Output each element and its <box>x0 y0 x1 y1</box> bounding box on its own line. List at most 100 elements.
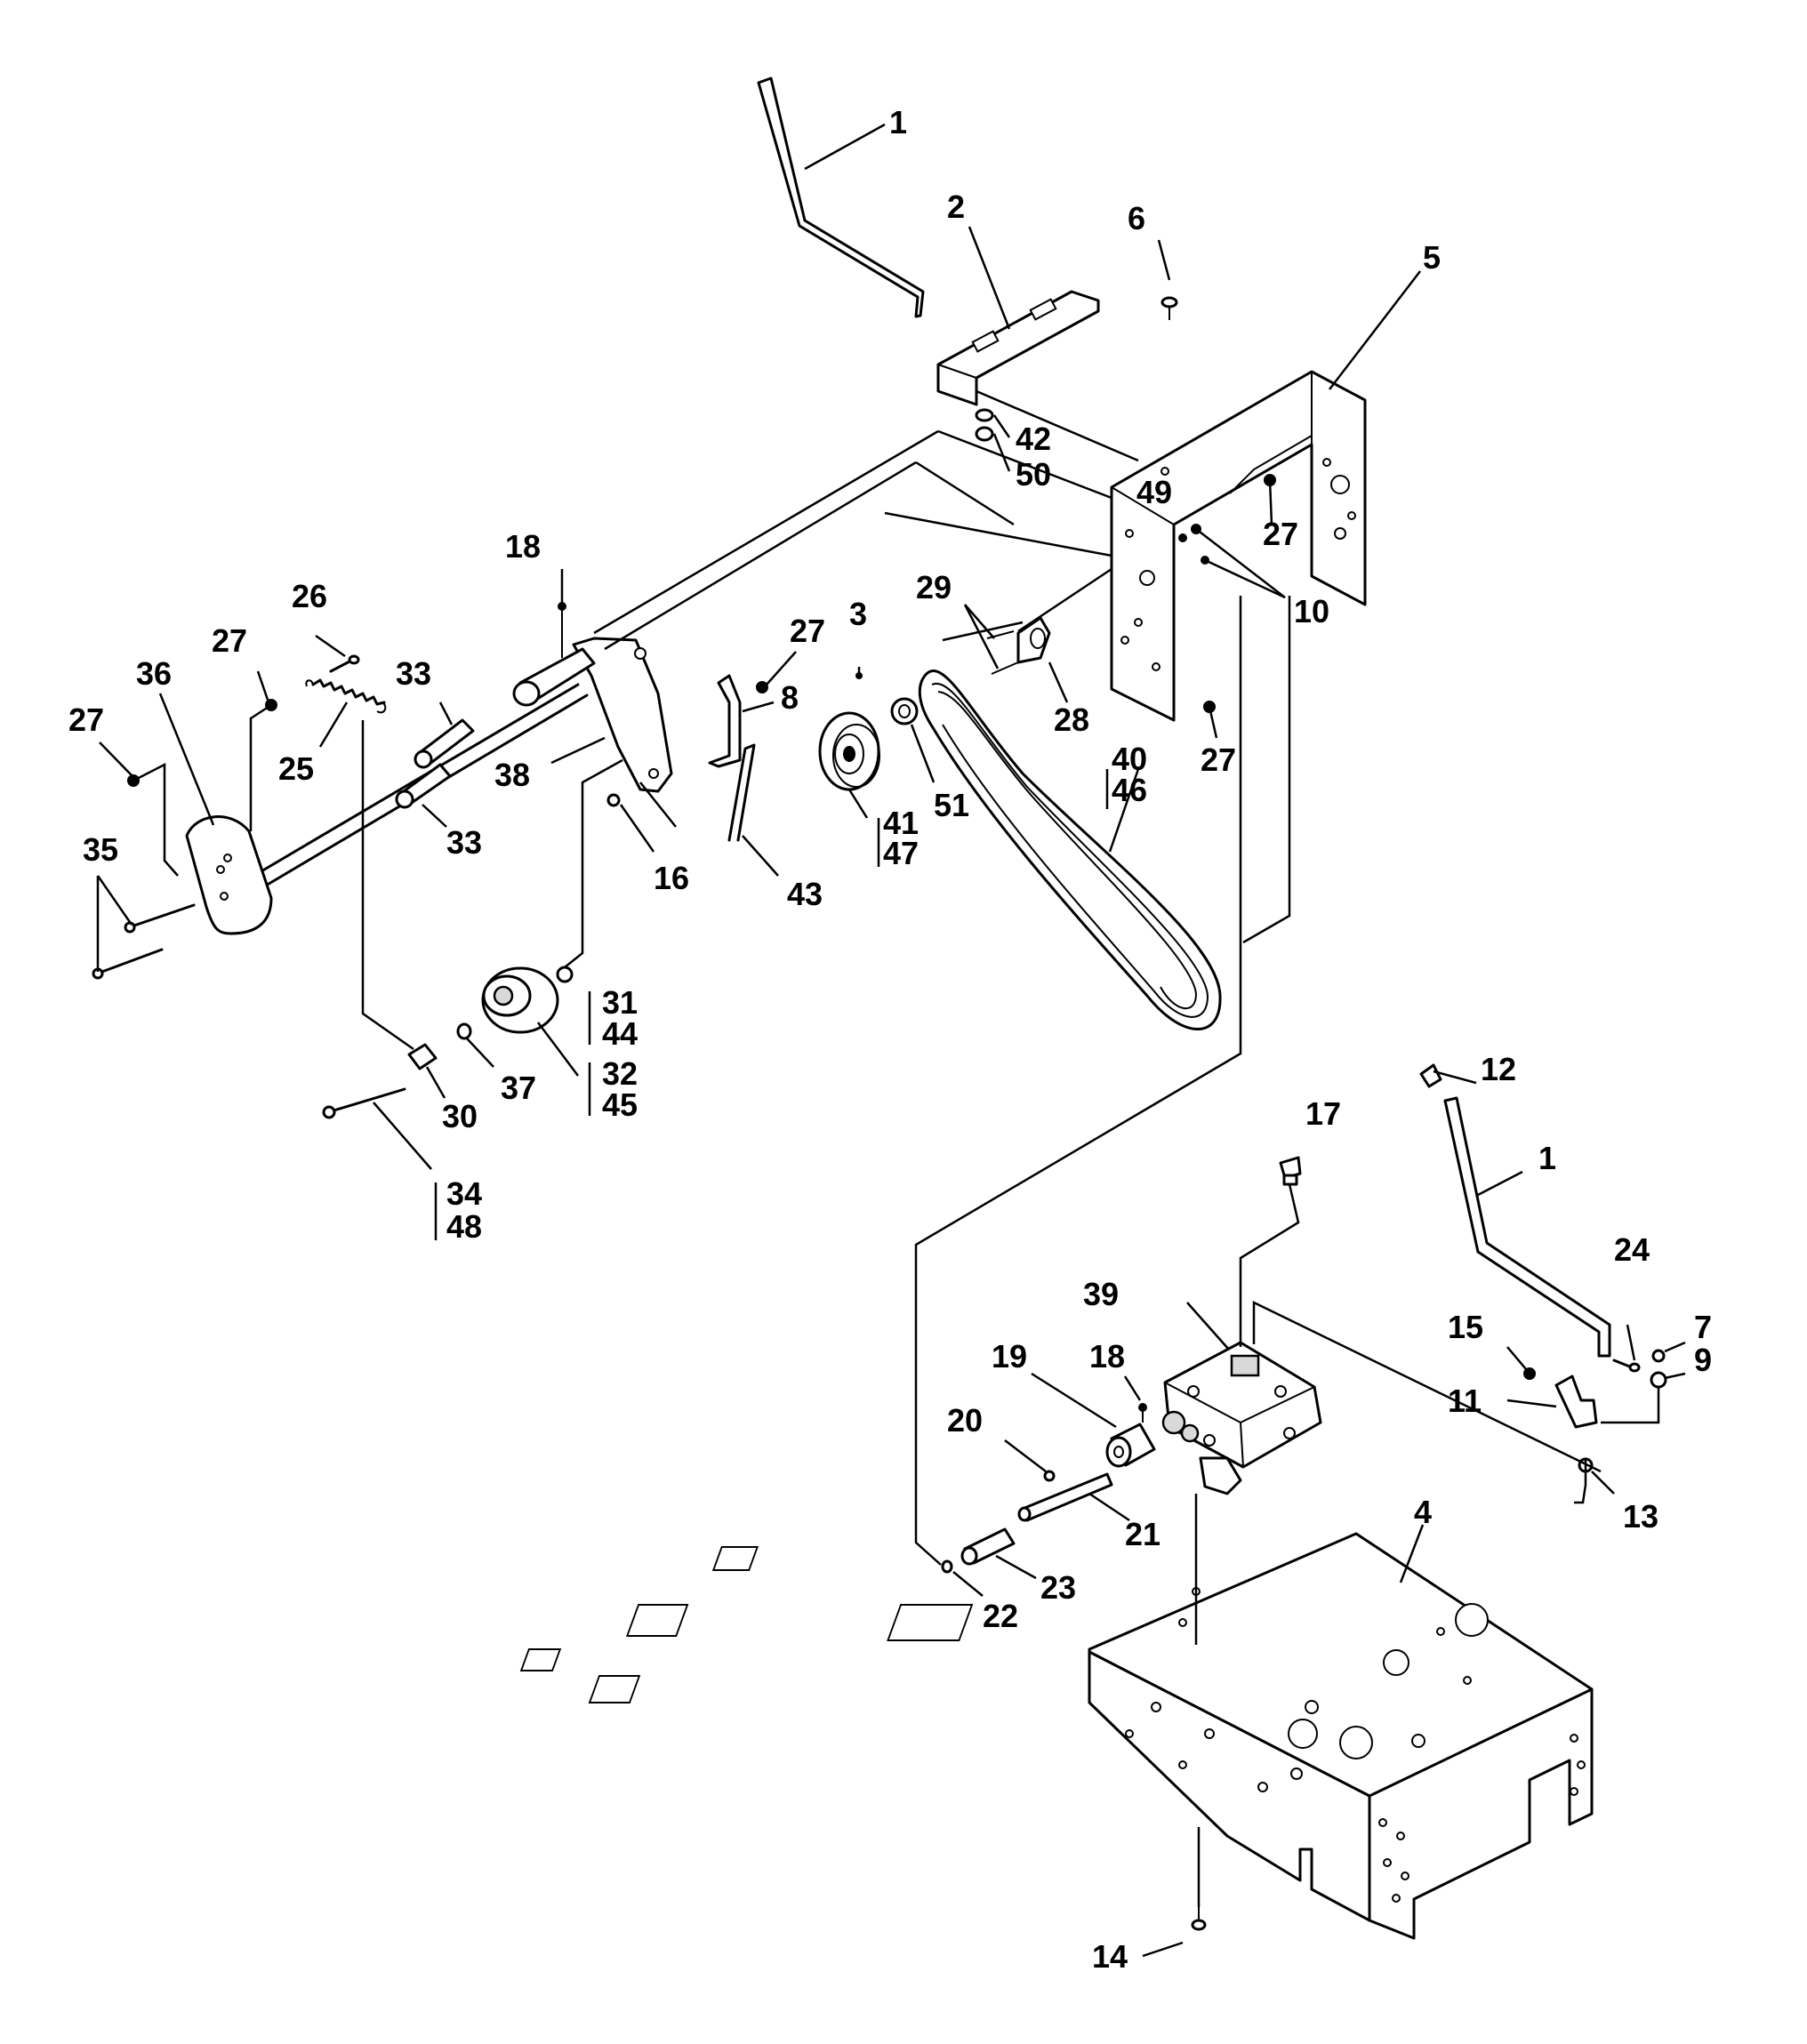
part-plate-36 <box>185 815 273 935</box>
part-pin-20 <box>1043 1470 1056 1482</box>
callout-34: 34 <box>446 1175 482 1212</box>
callout-33-bottom: 33 <box>446 824 482 861</box>
callout-17: 17 <box>1305 1095 1341 1132</box>
callout-46: 46 <box>1112 772 1147 808</box>
callout-28: 28 <box>1054 701 1089 738</box>
callout-35: 35 <box>83 831 118 868</box>
callout-45: 45 <box>602 1086 638 1123</box>
part-fitting-17 <box>1279 1156 1302 1186</box>
callout-36: 36 <box>136 655 172 692</box>
callout-40: 40 <box>1112 741 1147 777</box>
callout-20: 20 <box>947 1402 983 1439</box>
part-shift-arm-11 <box>1554 1375 1598 1429</box>
callout-21: 21 <box>1125 1516 1160 1552</box>
part-bolts-35 <box>92 903 196 980</box>
callout-37: 37 <box>501 1070 536 1106</box>
part-bolt-24 <box>1612 1359 1641 1373</box>
part-bolt-26 <box>329 654 360 673</box>
callout-9: 9 <box>1694 1342 1712 1378</box>
part-spacer-33-bottom <box>395 763 452 809</box>
callout-32: 32 <box>602 1055 638 1092</box>
part-screw-18-left <box>558 602 566 658</box>
part-bolts-29 <box>986 630 1019 675</box>
callout-18-right: 18 <box>1089 1338 1125 1375</box>
callout-14: 14 <box>1092 1938 1128 1975</box>
part-bolt-6 <box>1160 296 1178 320</box>
part-bolt-14 <box>1191 1907 1207 1931</box>
part-washer-9 <box>1650 1371 1667 1389</box>
callout-27-left-top: 27 <box>212 622 247 659</box>
part-nut-7 <box>1651 1349 1666 1363</box>
callout-27-upper-right: 27 <box>1263 516 1298 552</box>
part-nut-27-mid <box>756 681 768 693</box>
callout-27-right-lower: 27 <box>1201 741 1236 778</box>
part-chassis-frame-4 <box>519 1532 1594 1940</box>
part-grip-12 <box>1419 1063 1442 1088</box>
callout-26: 26 <box>292 578 327 614</box>
part-nut-50 <box>975 426 994 442</box>
callout-29: 29 <box>916 569 952 605</box>
part-bushing-30 <box>407 1043 438 1070</box>
part-pin-16 <box>606 793 621 807</box>
callout-44: 44 <box>602 1015 638 1052</box>
callout-19: 19 <box>992 1338 1027 1375</box>
callout-3: 3 <box>849 596 867 632</box>
part-ring-22 <box>941 1559 953 1574</box>
part-sleeve-23 <box>960 1527 1016 1566</box>
callout-42: 42 <box>1016 421 1051 457</box>
callout-23: 23 <box>1040 1569 1076 1606</box>
callout-1-top: 1 <box>889 104 907 140</box>
part-bushing-51 <box>890 697 919 725</box>
callout-10: 10 <box>1294 593 1329 629</box>
callout-48: 48 <box>446 1208 482 1245</box>
callout-49: 49 <box>1136 474 1172 510</box>
callout-50: 50 <box>1016 456 1051 493</box>
callout-6: 6 <box>1128 200 1145 236</box>
part-pulley-41 <box>818 711 880 791</box>
callout-8: 8 <box>781 679 799 716</box>
part-coupler-19 <box>1105 1423 1156 1468</box>
callout-27-left: 27 <box>68 701 104 738</box>
callout-25: 25 <box>278 750 314 787</box>
callout-38: 38 <box>494 757 530 793</box>
leader-lines <box>96 123 1686 1958</box>
callout-11: 11 <box>1448 1383 1482 1419</box>
callout-30: 30 <box>442 1098 478 1134</box>
part-bolt-34 <box>322 1087 406 1119</box>
callout-7: 7 <box>1694 1309 1712 1345</box>
callout-47: 47 <box>883 835 919 871</box>
callout-2: 2 <box>947 188 965 225</box>
part-lever-top <box>757 76 925 318</box>
callout-13: 13 <box>1623 1498 1658 1535</box>
part-bracket-plate <box>936 290 1100 406</box>
callout-16: 16 <box>654 860 689 896</box>
part-idler-arm-38 <box>572 637 673 793</box>
part-screw-18-right <box>1138 1403 1147 1423</box>
callout-4: 4 <box>1414 1494 1432 1530</box>
callout-22: 22 <box>983 1598 1018 1634</box>
callout-1-bottom: 1 <box>1538 1140 1556 1176</box>
part-nut-15 <box>1523 1367 1536 1380</box>
callout-5: 5 <box>1423 239 1441 276</box>
callout-24: 24 <box>1614 1231 1650 1268</box>
part-bearing-flange <box>1016 616 1051 664</box>
callout-15: 15 <box>1448 1309 1483 1345</box>
part-rod-43 <box>727 743 756 842</box>
callout-43: 43 <box>787 876 823 912</box>
part-transmission-39 <box>1161 1341 1322 1495</box>
callout-51: 51 <box>934 787 969 823</box>
part-spring-25 <box>305 678 387 714</box>
part-belt <box>918 669 1222 1030</box>
part-clutch-32 <box>481 966 559 1034</box>
callout-labels: 1 2 6 5 42 50 49 27 10 18 29 3 27 26 27 … <box>68 104 1712 1975</box>
callout-31: 31 <box>602 984 638 1021</box>
part-washer-42 <box>975 408 994 422</box>
part-shaft-21 <box>1017 1472 1113 1522</box>
part-washer-31 <box>556 966 574 983</box>
callout-33-top: 33 <box>396 655 431 692</box>
part-spacer-33-top <box>414 718 475 769</box>
part-spring-bracket-8 <box>708 674 742 768</box>
part-idler-tube <box>512 647 596 707</box>
callout-12: 12 <box>1481 1051 1516 1087</box>
